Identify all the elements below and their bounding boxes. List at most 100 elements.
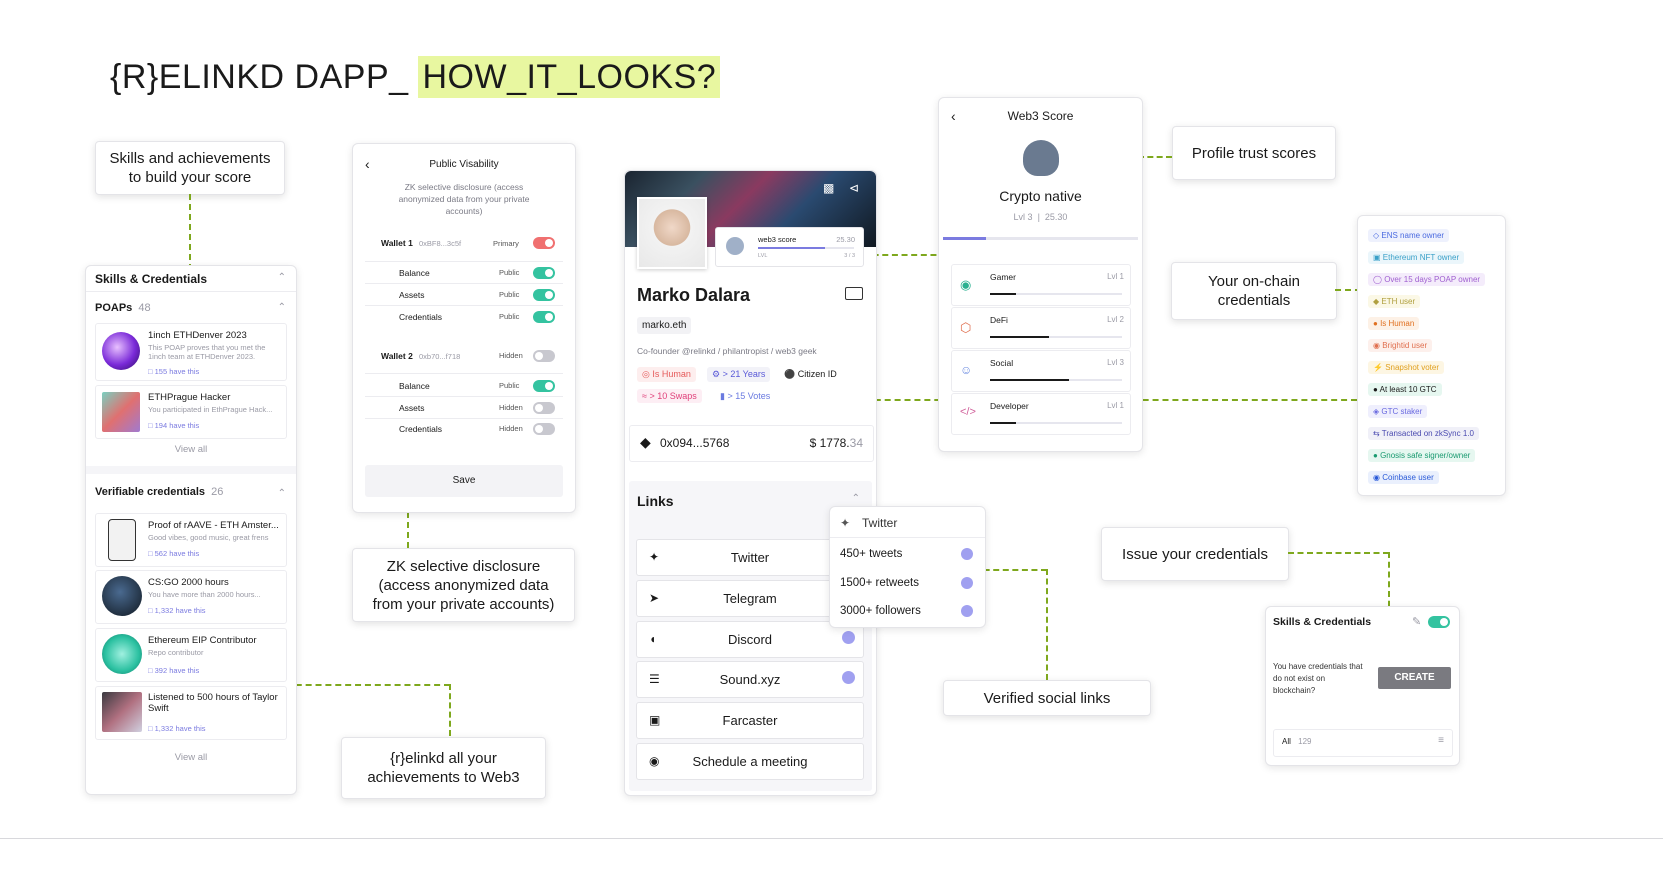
link-sound[interactable]: ☰ Sound.xyz [636, 661, 864, 698]
category-name: Social [990, 358, 1014, 368]
link-farcaster[interactable]: ▣ Farcaster [636, 702, 864, 739]
web3-score-title: Web3 Score [1007, 109, 1074, 123]
link-label: Schedule a meeting [692, 754, 808, 769]
credential-badge[interactable]: ◉ Coinbase user [1368, 471, 1439, 484]
wallet1-label: Wallet 1 [381, 238, 413, 248]
credential-icon: ◆ [1373, 297, 1382, 306]
create-button[interactable]: CREATE [1378, 667, 1451, 689]
web3-level-text: Lvl 3 [1013, 212, 1033, 222]
divider [0, 838, 1663, 839]
balance-toggle[interactable] [533, 267, 555, 279]
credential-badge[interactable]: ● Is Human [1368, 317, 1420, 330]
list-item[interactable]: Ethereum EIP Contributor Repo contributo… [95, 628, 287, 682]
poap-badge-icon [102, 392, 140, 432]
wallet-row[interactable]: ◆ 0x094...5768 $ 1778.34 [629, 425, 874, 462]
list-item[interactable]: ETHPrague Hacker You participated in Eth… [95, 385, 287, 439]
credentials-toggle[interactable] [533, 423, 555, 435]
vc-have: □ 1,332 have this [148, 606, 206, 615]
badge-text: Is Human [652, 369, 691, 379]
twitter-popup: ✦ Twitter 450+ tweets 1500+ retweets 300… [829, 506, 986, 628]
wallet2-row-name: Credentials [399, 424, 442, 434]
visibility-subtitle: ZK selective disclosure (access anonymiz… [398, 182, 530, 216]
list-item[interactable]: CS:GO 2000 hours You have more than 2000… [95, 570, 287, 624]
qr-icon[interactable]: ▩ [823, 181, 835, 195]
category-gamer[interactable]: ◉ Gamer Lvl 1 [951, 264, 1131, 306]
category-defi[interactable]: ⬡ DeFi Lvl 2 [951, 307, 1131, 349]
assets-toggle[interactable] [533, 289, 555, 301]
link-telegram[interactable]: ➤ Telegram [636, 580, 864, 617]
save-button[interactable]: Save [365, 465, 563, 497]
vc-title: Proof of rAAVE - ETH Amster... [148, 520, 279, 531]
avatar[interactable] [637, 197, 707, 269]
chevron-up-icon[interactable]: ⌃ [277, 272, 286, 283]
poap-desc: This POAP proves that you met the 1inch … [148, 343, 266, 361]
issue-toggle[interactable] [1428, 616, 1450, 628]
web3-progress [943, 237, 1138, 240]
sound-icon: ☰ [649, 672, 660, 686]
farcaster-icon: ▣ [649, 713, 661, 727]
poap-have-text: 155 have this [154, 367, 200, 376]
wallet2-toggle[interactable] [533, 350, 555, 362]
issue-credentials-panel: Skills & Credentials ✎ You have credenti… [1265, 606, 1460, 766]
badge-votes: ▮ > 15 Votes [720, 391, 771, 401]
wallet2-row-status: Hidden [499, 403, 523, 412]
filter-icon[interactable]: ≡ [1438, 735, 1444, 746]
credential-badge[interactable]: ▣ Ethereum NFT owner [1368, 251, 1465, 264]
credential-badge[interactable]: ● At least 10 GTC [1368, 383, 1442, 396]
back-arrow-icon[interactable]: ‹ [365, 156, 370, 172]
credential-badge[interactable]: ● Gnosis safe signer/owner [1368, 449, 1476, 462]
share-icon[interactable]: ⊲ [849, 181, 860, 195]
category-social[interactable]: ☺ Social Lvl 3 [951, 350, 1131, 392]
list-item[interactable]: Listened to 500 hours of Taylor Swift □ … [95, 686, 287, 740]
credential-badge[interactable]: ◈ GTC staker [1368, 405, 1428, 418]
credential-badge[interactable]: ◇ ENS name owner [1368, 229, 1450, 242]
profile-bio: Co-founder @relinkd / philantropist / we… [637, 346, 817, 356]
ethereum-icon: ◆ [640, 434, 651, 450]
credential-label: GTC staker [1381, 407, 1423, 416]
credential-icon: ◯ [1373, 275, 1385, 284]
link-label: Farcaster [722, 713, 778, 728]
badge-text: Citizen ID [797, 369, 837, 379]
credential-badge[interactable]: ◆ ETH user [1368, 295, 1421, 308]
credential-label: Brightid user [1382, 341, 1428, 350]
web3-level: Lvl 3 | 25.30 [1013, 212, 1068, 222]
credential-icon: ◉ [1373, 341, 1383, 350]
credential-badge[interactable]: ◉ Brightid user [1368, 339, 1433, 352]
link-twitter[interactable]: ✦ Twitter [636, 539, 864, 576]
view-all-link[interactable]: View all [174, 444, 208, 455]
wallet1-toggle[interactable] [533, 237, 555, 249]
credential-badge[interactable]: ◯ Over 15 days POAP owner [1368, 273, 1486, 286]
credential-badge[interactable]: ⚡ Snapshot voter [1368, 361, 1444, 374]
credential-badge[interactable]: ⇆ Transacted on zkSync 1.0 [1368, 427, 1479, 440]
credentials-toggle[interactable] [533, 311, 555, 323]
link-discord[interactable]: ◖ Discord [636, 621, 864, 658]
back-arrow-icon[interactable]: ‹ [951, 108, 956, 124]
filter-row[interactable]: All 129 ≡ [1273, 729, 1453, 757]
mail-icon[interactable] [845, 287, 863, 300]
poap-title: ETHPrague Hacker [148, 392, 231, 403]
vc-have-text: 1,332 have this [154, 724, 206, 733]
score-label: web3 score [758, 235, 797, 244]
chevron-up-icon[interactable]: ⌃ [277, 302, 286, 313]
view-all-link[interactable]: View all [174, 752, 208, 763]
balance-toggle[interactable] [533, 380, 555, 392]
list-item[interactable]: 1inch ETHDenver 2023 This POAP proves th… [95, 323, 287, 381]
link-schedule[interactable]: ◉ Schedule a meeting [636, 743, 864, 780]
pencil-icon[interactable]: ✎ [1412, 616, 1422, 628]
chevron-up-icon[interactable]: ⌃ [851, 493, 860, 504]
filter-count: 129 [1298, 737, 1312, 746]
wallet1-status: Primary [493, 239, 519, 248]
link-label: Twitter [730, 550, 770, 565]
credential-icon: ● [1373, 385, 1380, 394]
credential-icon: ◉ [1373, 473, 1383, 482]
list-item[interactable]: Proof of rAAVE - ETH Amster... Good vibe… [95, 513, 287, 567]
badge-text: > 21 Years [722, 369, 766, 379]
score-max: 3 / 3 [844, 253, 855, 259]
onchain-credentials-panel: ◇ ENS name owner ▣ Ethereum NFT owner ◯ Ov… [1357, 215, 1506, 496]
vc-desc: Repo contributor [148, 648, 204, 657]
assets-toggle[interactable] [533, 402, 555, 414]
web3-score-widget[interactable]: web3 score 25.30 LVL 3 / 3 [715, 227, 864, 267]
vc-title: CS:GO 2000 hours [148, 577, 229, 588]
chevron-up-icon[interactable]: ⌃ [277, 488, 286, 499]
category-developer[interactable]: </> Developer Lvl 1 [951, 393, 1131, 435]
